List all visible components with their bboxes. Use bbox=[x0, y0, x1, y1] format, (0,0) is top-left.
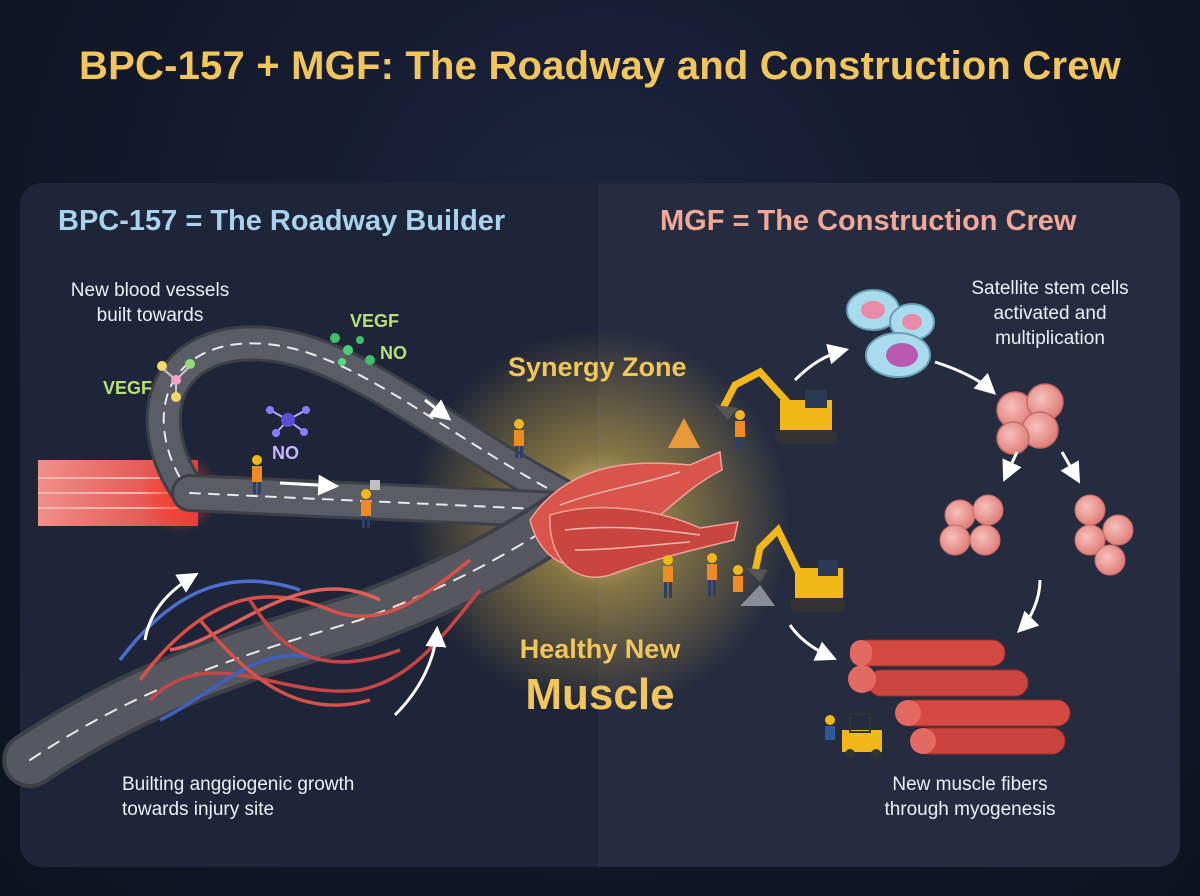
excavator-icon bbox=[746, 524, 846, 612]
muscle-label: Muscle bbox=[525, 670, 675, 719]
muscle-icon bbox=[529, 450, 739, 578]
vegf-label: VEGF bbox=[103, 378, 153, 398]
process-arrows bbox=[788, 343, 1081, 661]
worker-icon bbox=[252, 455, 262, 494]
stem-cells-icon bbox=[846, 289, 935, 378]
excavator-icon bbox=[715, 367, 837, 444]
flow-arrows bbox=[143, 398, 452, 717]
vegf-label: VEGF bbox=[350, 311, 400, 331]
vegf-particles-icon bbox=[330, 333, 375, 366]
healthy-new-label: Healthy New bbox=[519, 634, 681, 664]
construction-workers-icon bbox=[663, 410, 775, 606]
left-heading: BPC-157 = The Roadway Builder bbox=[58, 205, 506, 237]
no-label: NO bbox=[272, 443, 299, 463]
muscle-fibers-icon bbox=[848, 639, 1071, 755]
no-molecule-icon bbox=[266, 406, 310, 437]
dividing-cells-icon bbox=[939, 383, 1134, 576]
roadway bbox=[2, 325, 588, 788]
right-bottom-caption: New muscle fibers through myogenesis bbox=[884, 774, 1056, 820]
right-top-caption: Satellite stem cells activated and multi… bbox=[971, 278, 1129, 349]
worker-icon bbox=[361, 480, 380, 528]
right-heading: MGF = The Construction Crew bbox=[660, 205, 1077, 237]
synergy-zone-label: Synergy Zone bbox=[508, 352, 687, 382]
left-top-caption: New blood vessels built towards bbox=[70, 280, 230, 326]
left-bottom-caption: Builting anggiogenic growth towards inju… bbox=[122, 774, 355, 820]
worker-icon bbox=[514, 419, 524, 458]
no-label: NO bbox=[380, 343, 407, 363]
forklift-icon bbox=[825, 713, 882, 759]
page-title: BPC-157 + MGF: The Roadway and Construct… bbox=[79, 44, 1121, 88]
vegf-molecule-icon bbox=[157, 359, 195, 402]
